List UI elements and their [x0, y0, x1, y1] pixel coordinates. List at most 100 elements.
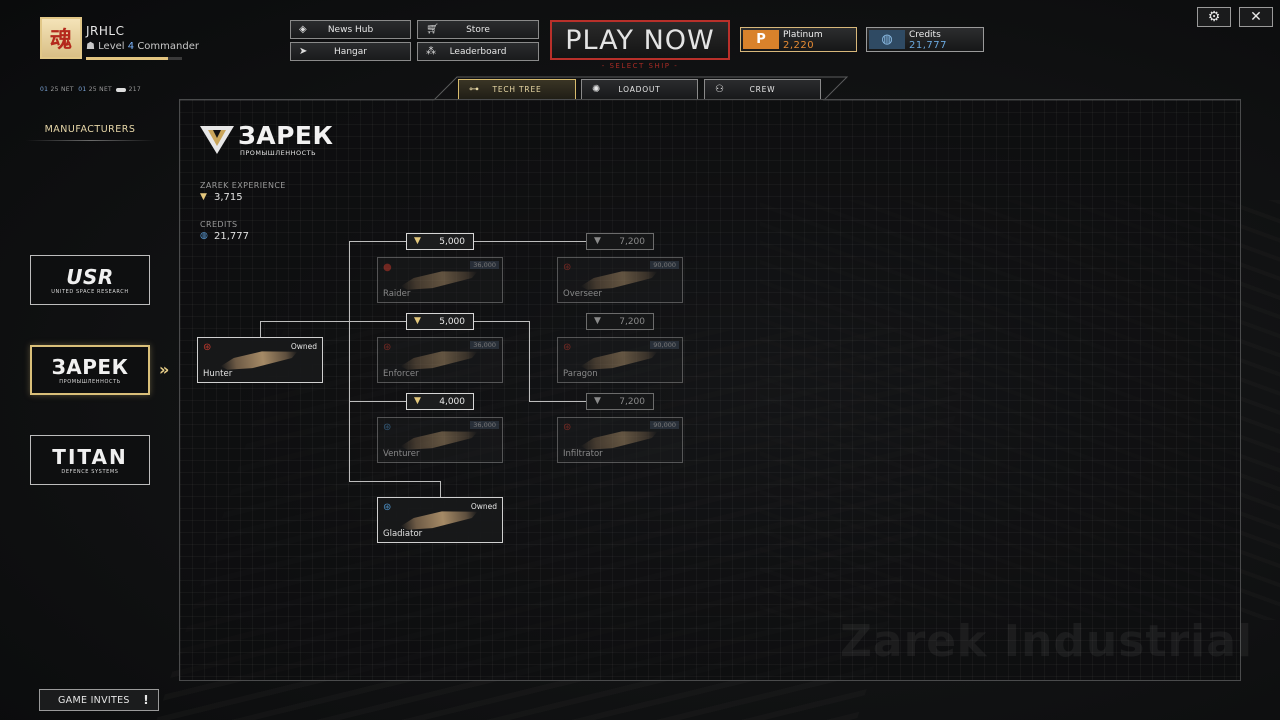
manufacturer-titan[interactable]: TITAN DEFENCE SYSTEMS [30, 435, 150, 485]
ship-class-icon: ⊛ [203, 342, 212, 353]
ship-card-raider[interactable]: ● 36,000 Raider [377, 257, 503, 303]
xp-progress-bar [86, 57, 182, 60]
manufacturer-zarek[interactable]: ЗАРЕК ПРОМЫШЛЕННОСТЬ [30, 345, 150, 395]
titan-logo: TITAN [52, 445, 128, 469]
news-hub-button[interactable]: ◈ News Hub [290, 20, 411, 39]
faction-exp-label: ZAREK EXPERIENCE [200, 181, 286, 190]
ship-class-icon: ⊛ [383, 502, 392, 513]
net-b-label: NET [99, 86, 113, 93]
experience-icon: ▼ [414, 316, 421, 326]
experience-icon: ▼ [594, 396, 601, 406]
ship-card-gladiator[interactable]: ⊛ Owned Gladiator [377, 497, 503, 543]
connector [349, 241, 350, 481]
game-invites-button[interactable]: GAME INVITES ! [39, 689, 159, 711]
ship-name: Gladiator [383, 529, 423, 539]
usr-subtitle: UNITED SPACE RESEARCH [51, 289, 129, 295]
ship-class-icon: ● [383, 262, 392, 273]
divider [26, 140, 156, 141]
zarek-subtitle: ПРОМЫШЛЕННОСТЬ [59, 379, 121, 385]
ship-class-icon: ⊛ [563, 342, 572, 353]
unlock-cost-enforcer[interactable]: ▼ 5,000 [406, 313, 474, 330]
ship-price: 90,000 [650, 341, 679, 349]
faction-credits-label: CREDITS [200, 220, 238, 229]
cart-icon: 🛒︎ [426, 24, 439, 35]
rank-icon: ☗ [86, 41, 95, 52]
game-invites-label: GAME INVITES [58, 694, 130, 706]
tab-tech-tree-label: TECH TREE [492, 85, 542, 94]
zarek-logo: ЗАРЕК [51, 355, 129, 379]
unlock-cost-paragon[interactable]: ▼7,200 [586, 313, 654, 330]
ship-card-enforcer[interactable]: ⊛ 36,000 Enforcer [377, 337, 503, 383]
net-a-label: NET [60, 86, 74, 93]
network-status: 01 25 NET 01 25 NET 217 [40, 86, 141, 93]
leaderboard-button[interactable]: ⁂ Leaderboard [417, 42, 539, 61]
player-level: ☗ Level 4 Commander [86, 41, 199, 52]
ship-class-icon: ⊛ [383, 422, 392, 433]
unlock-cost-value: 5,000 [439, 316, 465, 327]
close-icon: ✕ [1250, 9, 1262, 25]
usr-logo: USR [66, 265, 114, 289]
net-b-value: 01 [78, 86, 87, 93]
ship-class-icon: ⊛ [563, 262, 572, 273]
faction-watermark: Zarek Industrial [840, 616, 1254, 667]
leaderboard-label: Leaderboard [449, 46, 507, 57]
trophy-icon: ⁂ [426, 46, 436, 57]
zarek-emblem-icon [200, 126, 234, 154]
manufacturers-title: MANUFACTURERS [44, 124, 136, 135]
connector [260, 321, 261, 338]
tab-crew[interactable]: ⚇CREW [704, 79, 821, 100]
play-now-button[interactable]: PLAY NOW [550, 20, 730, 60]
ship-card-infiltrator[interactable]: ⊛ 90,000 Infiltrator [557, 417, 683, 463]
gear-icon: ✺ [592, 84, 602, 95]
ship-name: Venturer [383, 449, 420, 459]
ship-name: Infiltrator [563, 449, 603, 459]
close-button[interactable]: ✕ [1239, 7, 1273, 27]
settings-button[interactable]: ⚙ [1197, 7, 1231, 27]
experience-icon: ▼ [414, 236, 421, 246]
avatar-glyph: 魂 [49, 28, 72, 53]
faction-name: ЗАРЕК [238, 121, 334, 150]
ship-card-paragon[interactable]: ⊛ 90,000 Paragon [557, 337, 683, 383]
connector [529, 321, 530, 401]
unlock-cost-venturer[interactable]: ▼4,000 [406, 393, 474, 410]
eye-icon: ◈ [299, 24, 307, 35]
credits-value: 21,777 [909, 40, 947, 51]
connector [440, 481, 441, 497]
net-b-number: 25 [88, 86, 97, 93]
credits-balance[interactable]: ◍ Credits 21,777 [866, 27, 984, 52]
tab-tech-tree[interactable]: ⊶TECH TREE [458, 79, 576, 100]
store-button[interactable]: 🛒︎ Store [417, 20, 539, 39]
hangar-button[interactable]: ➤ Hangar [290, 42, 411, 61]
tab-loadout[interactable]: ✺ LOADOUT [581, 79, 698, 100]
platinum-value: 2,220 [783, 40, 815, 51]
titan-subtitle: DEFENCE SYSTEMS [61, 469, 119, 475]
connector [529, 401, 589, 402]
faction-credits-icon: ◍ [200, 231, 208, 241]
net-c-value: 217 [128, 86, 142, 93]
platinum-balance[interactable]: P Platinum 2,220 [740, 27, 857, 52]
connector [349, 481, 440, 482]
ship-card-overseer[interactable]: ⊛ 90,000 Overseer [557, 257, 683, 303]
unlock-cost-overseer[interactable]: ▼7,200 [586, 233, 654, 250]
ship-card-venturer[interactable]: ⊛ 36,000 Venturer [377, 417, 503, 463]
player-name: JRHLC [86, 24, 125, 38]
ship-price: 36,000 [470, 421, 499, 429]
ship-price: 90,000 [650, 261, 679, 269]
crew-icon: ⚇ [715, 84, 725, 95]
player-avatar[interactable]: 魂 [40, 17, 82, 59]
manufacturer-usr[interactable]: USR UNITED SPACE RESEARCH [30, 255, 150, 305]
level-prefix: Level [98, 41, 125, 52]
ship-name: Paragon [563, 369, 598, 379]
unlock-cost-infiltrator[interactable]: ▼7,200 [586, 393, 654, 410]
selected-arrow-icon: » [159, 360, 170, 379]
faction-exp-value: 3,715 [214, 192, 243, 203]
player-rank: Commander [137, 41, 199, 52]
faction-credits-value: 21,777 [214, 231, 249, 242]
level-number: 4 [127, 41, 135, 52]
ship-name: Enforcer [383, 369, 419, 379]
unlock-cost-raider[interactable]: ▼5,000 [406, 233, 474, 250]
tab-loadout-label: LOADOUT [618, 85, 661, 94]
ship-card-hunter[interactable]: ⊛ Owned Hunter [197, 337, 323, 383]
faction-subtitle: ПРОМЫШЛЕННОСТЬ [240, 149, 317, 157]
ship-price: 90,000 [650, 421, 679, 429]
